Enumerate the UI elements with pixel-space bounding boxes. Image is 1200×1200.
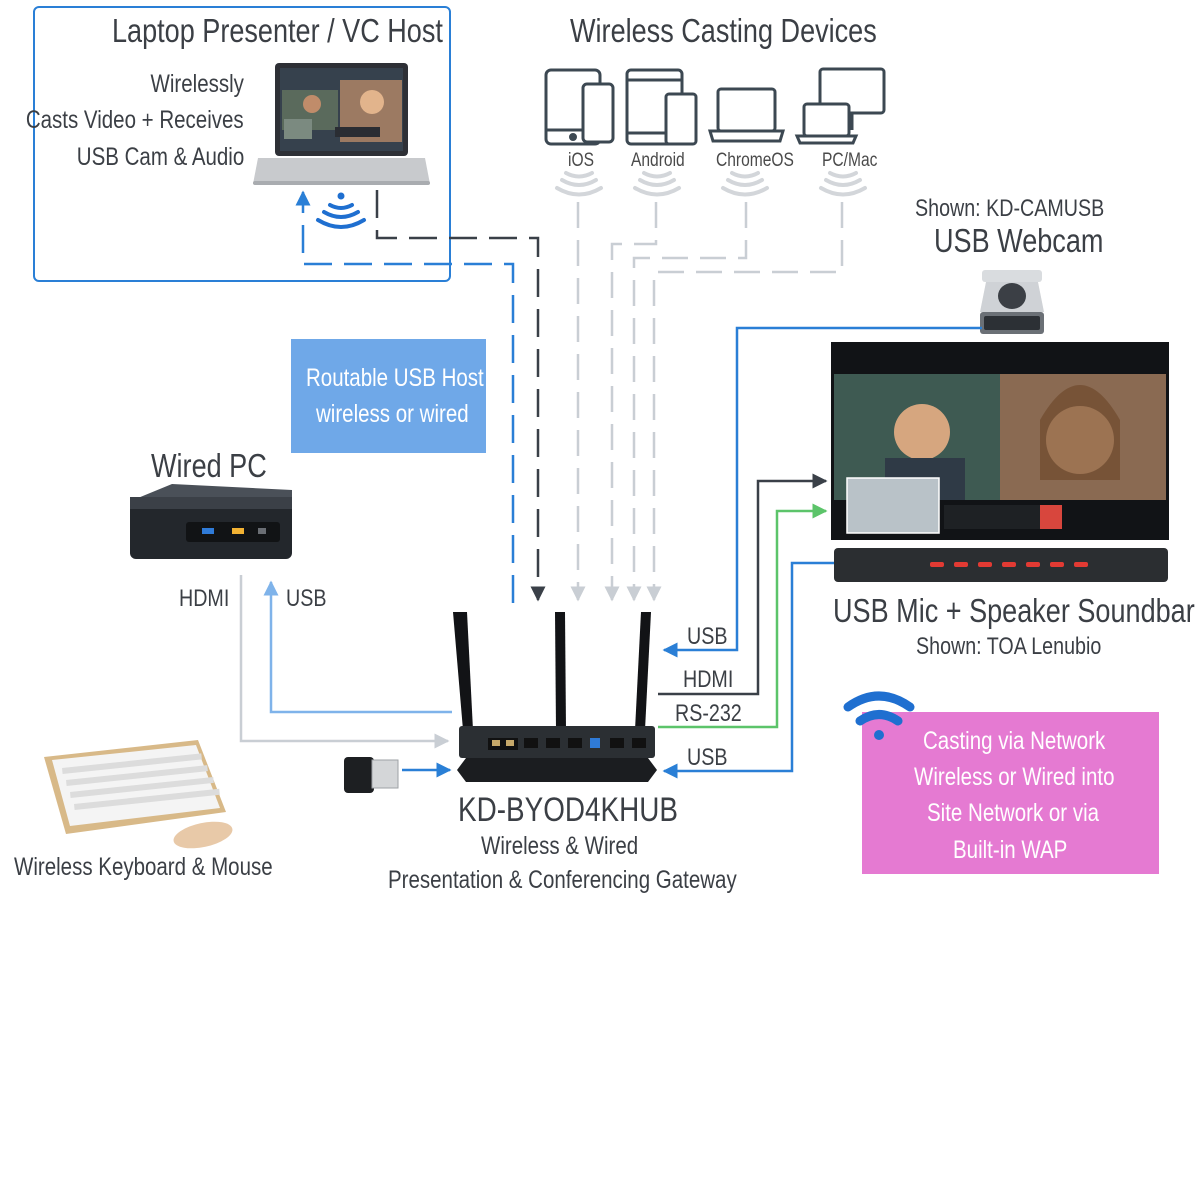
casting-network-box	[862, 712, 1159, 874]
laptop-wifi-icon	[316, 192, 366, 229]
wifi-icon	[843, 691, 915, 740]
port-usb-top: USB	[687, 623, 728, 650]
device-label-ios: iOS	[568, 150, 594, 171]
casting-note-2: Wireless or Wired into	[914, 763, 1115, 791]
keyboard-mouse-image	[44, 740, 233, 849]
laptop-desc-1: Wirelessly	[150, 70, 244, 98]
pc-hdmi-label: HDMI	[179, 585, 230, 612]
soundbar-title: USB Mic + Speaker Soundbar	[833, 592, 1195, 629]
laptop-title: Laptop Presenter / VC Host	[112, 12, 443, 49]
chromeos-laptop-icon	[707, 87, 786, 143]
ios-device-icon	[544, 68, 615, 146]
device-label-chromeos: ChromeOS	[716, 150, 794, 171]
laptop-desc-2: Casts Video + Receives	[26, 106, 244, 134]
hub-desc-1: Wireless & Wired	[481, 832, 639, 860]
hub-name: KD-BYOD4KHUB	[458, 791, 678, 829]
laptop-image	[253, 63, 430, 185]
routable-line-2: wireless or wired	[316, 400, 469, 428]
pc-mac-icon	[794, 67, 886, 145]
routable-line-1: Routable USB Host	[306, 364, 484, 392]
casting-devices-title: Wireless Casting Devices	[570, 12, 877, 49]
port-rs232: RS-232	[675, 700, 742, 727]
casting-note-3: Site Network or via	[927, 799, 1100, 827]
android-device-icon	[625, 68, 698, 146]
keyboard-mouse-label: Wireless Keyboard & Mouse	[14, 853, 273, 881]
soundbar-image	[834, 548, 1168, 582]
usb-webcam-image	[980, 270, 1044, 334]
device-label-pcmac: PC/Mac	[822, 150, 878, 171]
casting-note-4: Built-in WAP	[953, 836, 1068, 864]
hub-device-image	[453, 612, 657, 782]
port-hdmi: HDMI	[683, 666, 734, 693]
usb-dongle-image	[344, 757, 399, 793]
soundbar-shown: Shown: TOA Lenubio	[916, 633, 1102, 660]
wired-pc-title: Wired PC	[151, 447, 267, 484]
hub-desc-2: Presentation & Conferencing Gateway	[388, 866, 737, 894]
wired-pc-image	[130, 484, 292, 559]
webcam-title: USB Webcam	[934, 222, 1104, 259]
laptop-desc-3: USB Cam & Audio	[76, 143, 244, 171]
casting-note-1: Casting via Network	[923, 727, 1106, 755]
display-image	[831, 342, 1169, 540]
device-label-android: Android	[631, 150, 685, 171]
wifi-signals-icon	[555, 171, 867, 197]
port-usb-bottom: USB	[687, 744, 728, 771]
routable-usb-host-box	[291, 339, 486, 453]
webcam-shown: Shown: KD-CAMUSB	[915, 195, 1105, 222]
pc-usb-label: USB	[286, 585, 327, 612]
laptop-presenter-frame	[33, 6, 451, 282]
